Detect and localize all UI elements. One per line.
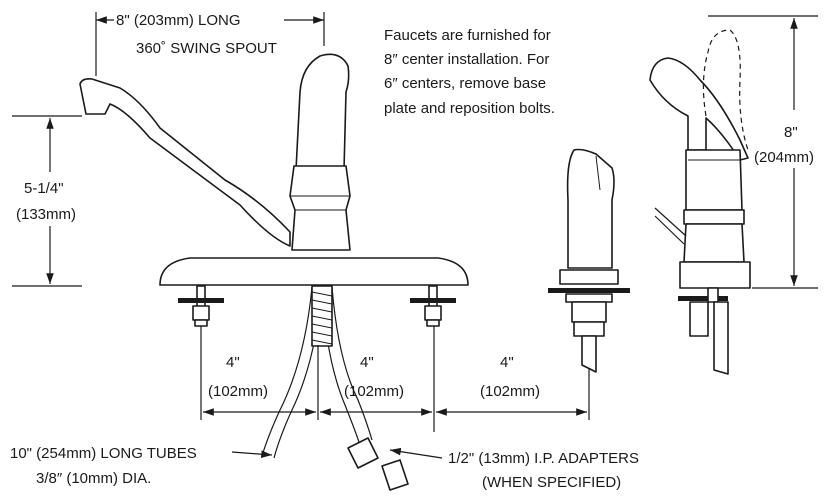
faucet-body xyxy=(289,165,351,251)
right-mounting-bolt xyxy=(410,285,456,327)
left-mounting-bolt xyxy=(178,285,224,327)
center-2-mm-label: (102mm) xyxy=(344,383,404,400)
note-line-4: plate and reposition bolts. xyxy=(384,100,555,117)
ip-adapter xyxy=(347,437,379,469)
side-handle xyxy=(649,57,749,161)
center-3-label: 4" xyxy=(500,354,514,371)
main-faucet xyxy=(79,53,469,491)
spout-length-label: 8" (203mm) LONG xyxy=(116,12,241,29)
swing-spout xyxy=(79,78,291,247)
tubes-diameter-label: 3/8″ (10mm) DIA. xyxy=(36,470,151,487)
center-1-mm-label: (102mm) xyxy=(208,383,268,400)
faucet-height-mm-label: (204mm) xyxy=(754,149,814,166)
center-2-label: 4" xyxy=(360,354,374,371)
faucet-side-view xyxy=(649,29,751,375)
note-line-3: 6″ centers, remove base xyxy=(384,75,546,92)
adapters-note-label: (WHEN SPECIFIED) xyxy=(482,474,621,491)
ip-adapter-cap xyxy=(381,459,409,491)
supply-tube-left xyxy=(261,286,313,457)
side-sprayer xyxy=(548,148,630,373)
spout-height-label: 5-1/4" xyxy=(24,180,64,197)
adapters-label: 1/2" (13mm) I.P. ADAPTERS xyxy=(448,450,639,467)
spout-swing-label: 360˚ SWING SPOUT xyxy=(136,40,277,57)
faucet-height-label: 8" xyxy=(784,124,798,141)
note-line-2: 8″ center installation. For xyxy=(384,51,549,68)
spout-height-mm-label: (133mm) xyxy=(16,206,76,223)
tubes-length-label: 10" (254mm) LONG TUBES xyxy=(10,445,197,462)
center-1-label: 4" xyxy=(226,354,240,371)
base-plate xyxy=(159,257,469,286)
center-3-mm-label: (102mm) xyxy=(480,383,540,400)
faucet-handle xyxy=(295,53,350,171)
note-line-1: Faucets are furnished for xyxy=(384,27,551,44)
